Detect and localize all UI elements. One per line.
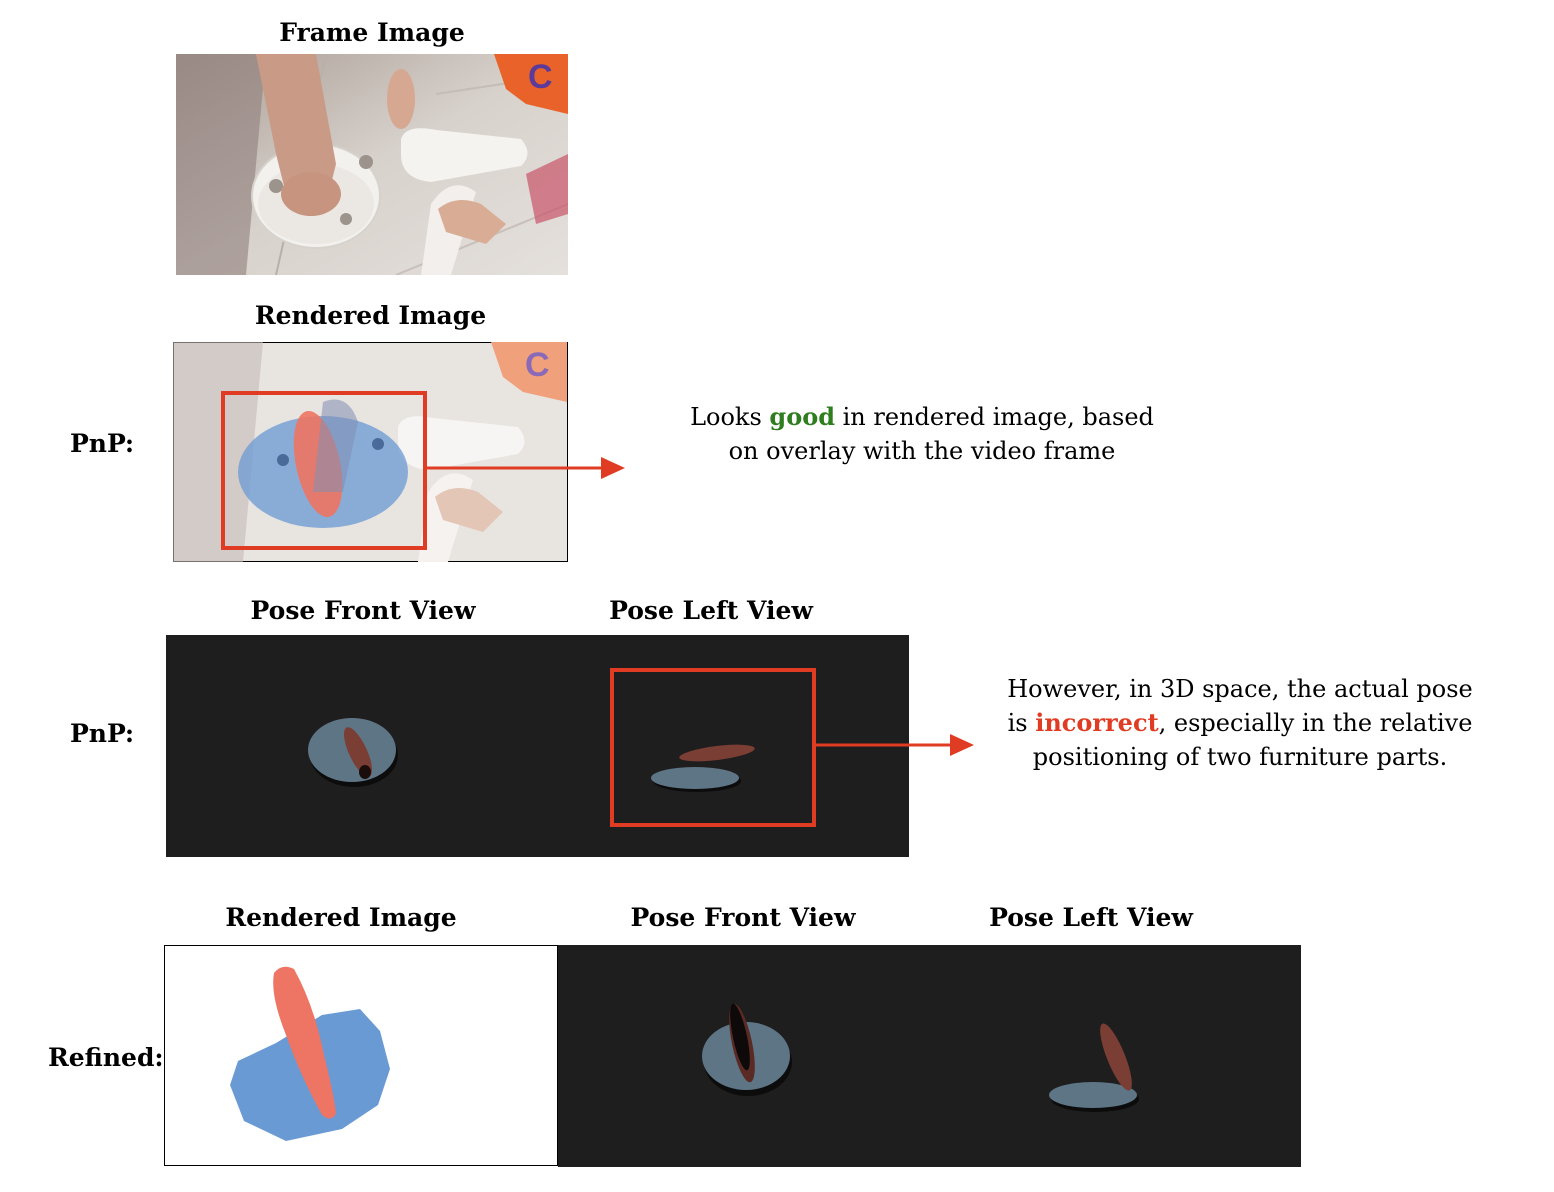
rendered-image-pnp: C xyxy=(173,342,568,562)
rendered-image-title: Rendered Image xyxy=(254,301,487,330)
note-good: Looks good in rendered image, based on o… xyxy=(672,400,1172,468)
note-good-before: Looks xyxy=(690,403,770,431)
pnp-row-label-2: PnP: xyxy=(70,719,135,748)
arrow-to-note-good xyxy=(423,456,633,482)
pnp-row-label-1: PnP: xyxy=(70,429,135,458)
pnp-front-view-title: Pose Front View xyxy=(250,596,476,625)
note-good-highlight: good xyxy=(769,402,835,431)
frame-image-title: Frame Image xyxy=(279,18,465,47)
note-incorrect-before: However, in 3D space, the actual pose is xyxy=(1007,675,1473,737)
refined-rendered-image xyxy=(164,945,558,1166)
frame-image: C xyxy=(176,54,568,275)
refined-row-label: Refined: xyxy=(48,1043,164,1072)
highlight-box-rendered xyxy=(221,391,427,550)
refined-pose-panel xyxy=(558,945,1301,1167)
refined-left-view-title: Pose Left View xyxy=(989,903,1193,932)
refined-front-view-title: Pose Front View xyxy=(630,903,856,932)
arrow-to-note-incorrect xyxy=(812,733,982,759)
refined-rendered-title: Rendered Image xyxy=(225,903,457,932)
svg-text:C: C xyxy=(525,346,550,384)
note-incorrect: However, in 3D space, the actual pose is… xyxy=(1000,672,1480,774)
highlight-box-left-view xyxy=(610,668,816,827)
pnp-pose-panel xyxy=(166,635,909,857)
svg-text:C: C xyxy=(528,58,553,96)
note-good-after: in rendered image, based on overlay with… xyxy=(728,403,1154,465)
note-incorrect-after: , especially in the relative positioning… xyxy=(1032,709,1473,771)
note-incorrect-highlight: incorrect xyxy=(1035,708,1159,737)
pnp-left-view-title: Pose Left View xyxy=(609,596,813,625)
